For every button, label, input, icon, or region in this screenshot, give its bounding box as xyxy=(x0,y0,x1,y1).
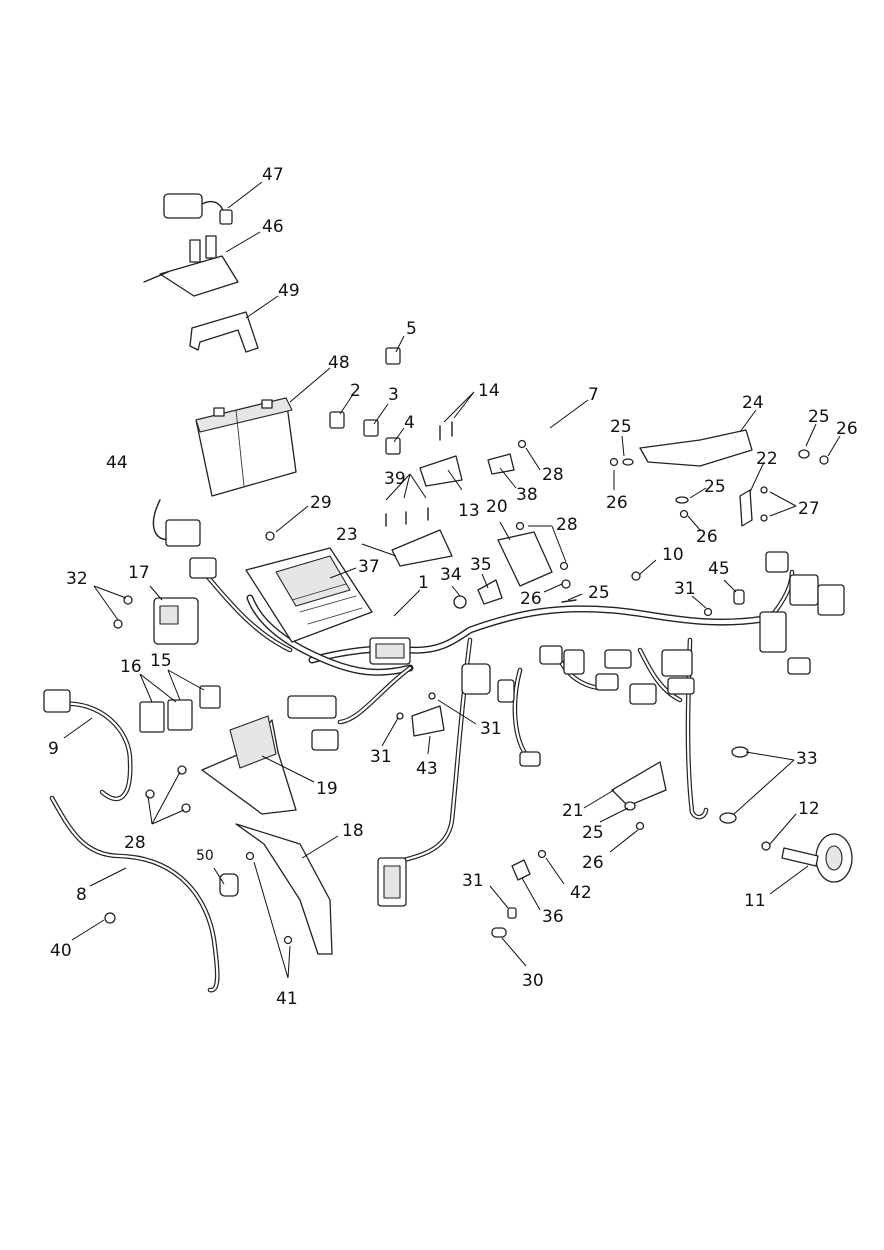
fuse-holder xyxy=(152,499,201,547)
callout-32: 32 xyxy=(66,569,88,589)
callout-25-b: 25 xyxy=(808,407,830,427)
callout-2: 2 xyxy=(350,381,361,401)
fasteners xyxy=(104,421,829,945)
callout-38: 38 xyxy=(516,485,538,505)
callout-45: 45 xyxy=(708,559,730,579)
callout-9: 9 xyxy=(48,739,59,759)
callout-40: 40 xyxy=(50,941,72,961)
leader-lines xyxy=(63,181,841,979)
callout-25-a: 25 xyxy=(610,417,632,437)
callout-23: 23 xyxy=(336,525,358,545)
ecu-unit xyxy=(245,547,373,643)
callout-22: 22 xyxy=(756,449,778,469)
callout-13: 13 xyxy=(458,501,480,521)
battery-cables xyxy=(43,689,239,993)
connector-assembly-top xyxy=(143,193,259,353)
callout-4: 4 xyxy=(404,413,415,433)
callout-30: 30 xyxy=(522,971,544,991)
callout-25-c: 25 xyxy=(704,477,726,497)
callout-26-c: 26 xyxy=(696,527,718,547)
callout-48: 48 xyxy=(328,353,350,373)
callout-31-a: 31 xyxy=(674,579,696,599)
callout-33: 33 xyxy=(796,749,818,769)
callout-36: 36 xyxy=(542,907,564,927)
callout-1: 1 xyxy=(418,573,429,593)
callout-46: 46 xyxy=(262,217,284,237)
callout-labels: 1 2 3 4 5 7 8 9 10 11 12 13 14 15 16 17 … xyxy=(48,165,858,1009)
callout-18: 18 xyxy=(342,821,364,841)
relays xyxy=(139,597,221,733)
callout-24: 24 xyxy=(742,393,764,413)
callout-26-d: 26 xyxy=(520,589,542,609)
callout-42: 42 xyxy=(570,883,592,903)
callout-31-c: 31 xyxy=(480,719,502,739)
callout-11: 11 xyxy=(744,891,766,911)
callout-8: 8 xyxy=(76,885,87,905)
callout-26-a: 26 xyxy=(606,493,628,513)
callout-49: 49 xyxy=(278,281,300,301)
callout-25-e: 25 xyxy=(582,823,604,843)
callout-41: 41 xyxy=(276,989,298,1009)
callout-21: 21 xyxy=(562,801,584,821)
brackets-right xyxy=(391,429,753,807)
callout-47: 47 xyxy=(262,165,284,185)
callout-28-b: 28 xyxy=(556,515,578,535)
callout-35: 35 xyxy=(470,555,492,575)
callout-34: 34 xyxy=(440,565,462,585)
callout-20: 20 xyxy=(486,497,508,517)
callout-28-c: 28 xyxy=(124,833,146,853)
callout-3: 3 xyxy=(388,385,399,405)
callout-31-b: 31 xyxy=(370,747,392,767)
horn xyxy=(781,833,853,883)
callout-14: 14 xyxy=(478,381,500,401)
callout-44: 44 xyxy=(106,453,128,473)
callout-10: 10 xyxy=(662,545,684,565)
callout-7: 7 xyxy=(588,385,599,405)
callout-28-a: 28 xyxy=(542,465,564,485)
callout-12: 12 xyxy=(798,799,820,819)
callout-25-d: 25 xyxy=(588,583,610,603)
callout-17: 17 xyxy=(128,563,150,583)
callout-15: 15 xyxy=(150,651,172,671)
callout-16: 16 xyxy=(120,657,142,677)
callout-29: 29 xyxy=(310,493,332,513)
callout-26-b: 26 xyxy=(836,419,858,439)
callout-27: 27 xyxy=(798,499,820,519)
brackets-lower-left xyxy=(201,715,333,955)
main-wiring-harness xyxy=(189,551,845,907)
callout-31-d: 31 xyxy=(462,871,484,891)
callout-26-e: 26 xyxy=(582,853,604,873)
callout-43: 43 xyxy=(416,759,438,779)
callout-50: 50 xyxy=(196,848,214,864)
battery xyxy=(195,397,297,497)
callout-37: 37 xyxy=(358,557,380,577)
callout-5: 5 xyxy=(406,319,417,339)
callout-19: 19 xyxy=(316,779,338,799)
callout-39: 39 xyxy=(384,469,406,489)
